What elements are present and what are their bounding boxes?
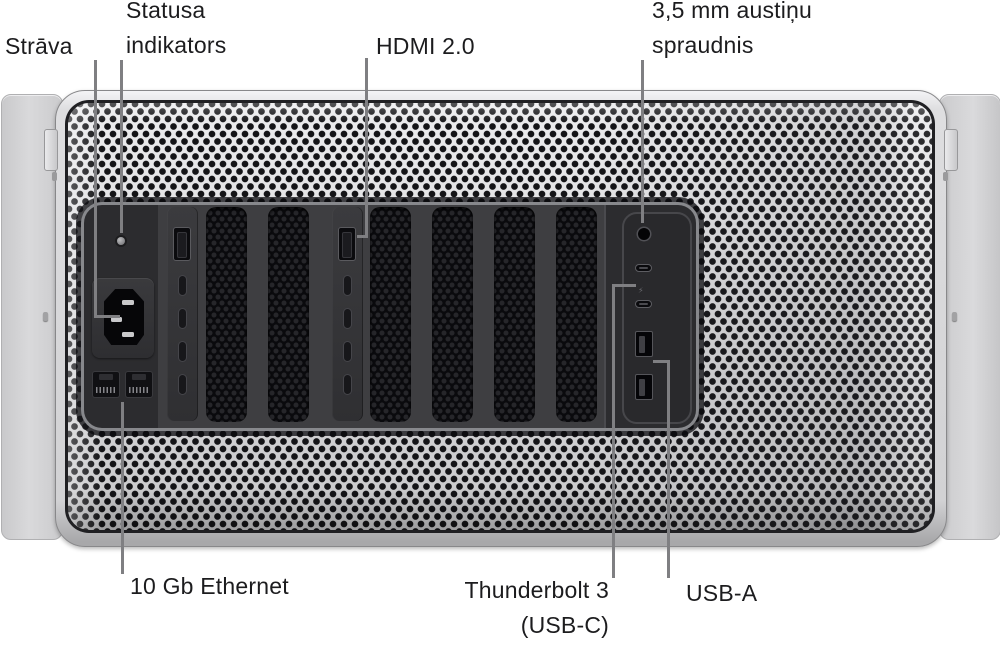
thunderbolt-callout-line — [612, 284, 615, 578]
usb-a-callout-line — [667, 360, 670, 578]
hdmi-callout-line — [365, 58, 368, 238]
pcie-card-slot-2 — [332, 207, 363, 421]
ethernet-port-pins — [96, 387, 116, 393]
left-screw — [43, 312, 48, 321]
status-indicator-label: Statusa indikators — [126, 0, 226, 63]
pcie-mesh-column — [370, 207, 411, 422]
power-pin — [122, 332, 134, 337]
power-inlet — [92, 278, 154, 358]
jack-callout-line — [641, 60, 644, 223]
thunderbolt-label: Thunderbolt 3 (USB-C) — [464, 573, 609, 643]
hdmi-port-2 — [338, 227, 356, 261]
status-callout-line — [120, 60, 123, 233]
pcie-mesh-column — [432, 207, 473, 422]
headphone-jack-port — [638, 228, 650, 240]
status-label-line1: Statusa — [126, 0, 206, 23]
thunderbolt-port-tongue — [639, 267, 648, 269]
port-panel: ⚡ — [84, 205, 696, 428]
pcie-mesh-column — [268, 207, 309, 422]
usb-a-port-tongue — [639, 336, 645, 353]
jack-label-line1: 3,5 mm austiņu — [652, 0, 813, 23]
pcie-card-slot-1 — [167, 207, 198, 421]
card-vent — [343, 308, 352, 329]
ethernet-port-2 — [125, 371, 153, 398]
thunderbolt-port-tongue — [639, 303, 648, 305]
io-card: ⚡ — [622, 212, 692, 424]
usb-a-port-tongue — [639, 379, 645, 396]
left-latch — [44, 129, 58, 171]
thunderbolt-icon: ⚡ — [638, 286, 644, 295]
power-label: Strāva — [5, 29, 73, 64]
card-vent — [178, 341, 187, 362]
hdmi-label: HDMI 2.0 — [376, 29, 475, 64]
pcie-mesh-column — [556, 207, 597, 422]
power-callout-line-h — [94, 315, 120, 318]
ethernet-label: 10 Gb Ethernet — [130, 569, 289, 604]
hdmi-callout-line-h — [357, 235, 368, 238]
pcie-mesh-column — [206, 207, 247, 422]
power-pin — [122, 300, 134, 305]
card-vent — [343, 275, 352, 296]
right-latch — [944, 129, 958, 171]
status-label-line2: indikators — [126, 32, 227, 58]
jack-label-line2: spraudnis — [652, 32, 754, 58]
thunderbolt-label-line1: Thunderbolt 3 — [464, 577, 609, 603]
left-latch-hook — [52, 172, 57, 181]
right-latch-hook — [943, 172, 948, 181]
thunderbolt-port-2 — [635, 300, 652, 308]
power-callout-line — [94, 60, 97, 318]
headphone-jack-label: 3,5 mm austiņu spraudnis — [652, 0, 812, 63]
ethernet-callout-line — [121, 402, 124, 574]
thunderbolt-label-line2: (USB-C) — [520, 612, 609, 638]
card-vent — [343, 341, 352, 362]
usb-a-label-text: USB-A — [686, 580, 758, 606]
thunderbolt-port-1 — [635, 264, 652, 272]
card-vent — [343, 374, 352, 395]
hdmi-port-2-slot — [342, 232, 352, 258]
ethernet-port-tab — [99, 374, 113, 380]
ethernet-port-tab — [132, 374, 146, 380]
hdmi-port-1-slot — [177, 232, 187, 258]
right-screw — [952, 312, 957, 321]
hdmi-label-text: HDMI 2.0 — [376, 33, 475, 59]
io-section-divider — [604, 205, 606, 428]
pcie-mesh-column — [494, 207, 535, 422]
power-pin — [111, 317, 122, 322]
power-label-text: Strāva — [5, 33, 73, 59]
hdmi-port-1 — [173, 227, 191, 261]
usb-a-port-1 — [635, 331, 653, 357]
card-vent — [178, 374, 187, 395]
card-vent — [178, 275, 187, 296]
ethernet-port-pins — [129, 387, 149, 393]
card-vent — [178, 308, 187, 329]
usb-a-port-2 — [635, 374, 653, 400]
thunderbolt-callout-line-h — [612, 284, 636, 287]
usb-a-label: USB-A — [686, 576, 757, 611]
ethernet-label-text: 10 Gb Ethernet — [130, 573, 289, 599]
usb-a-callout-line-h — [653, 360, 670, 363]
status-led — [117, 237, 125, 245]
ethernet-port-1 — [92, 371, 120, 398]
